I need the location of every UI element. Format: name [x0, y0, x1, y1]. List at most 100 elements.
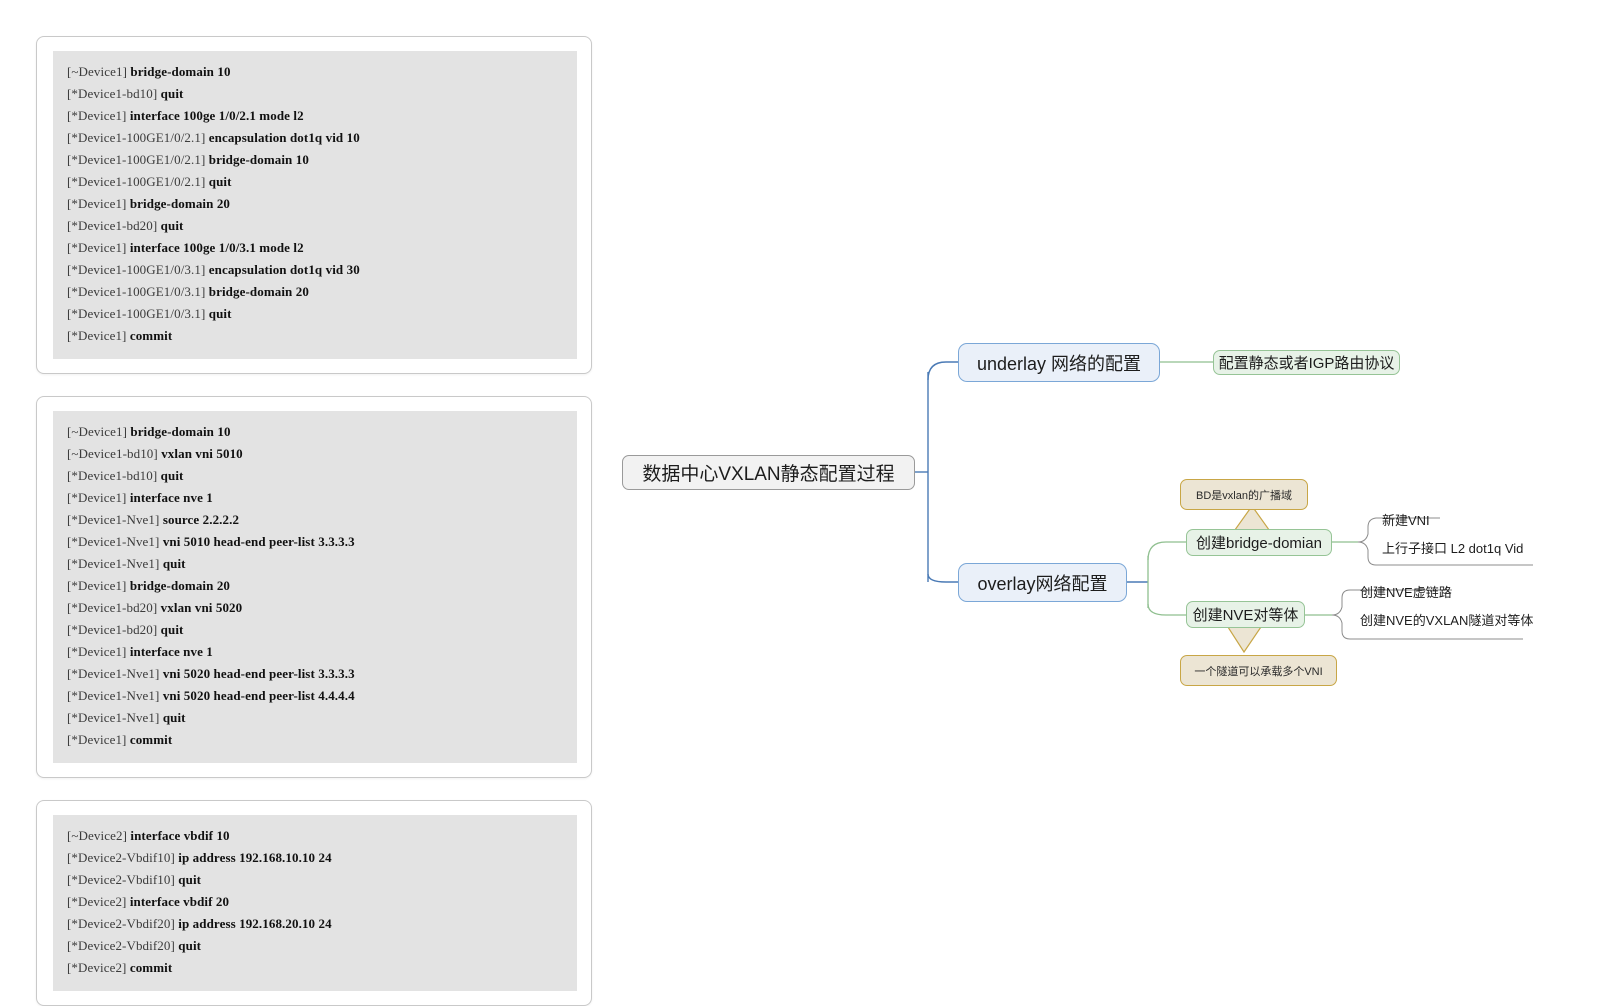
mindmap-node-underlay-routing[interactable]: 配置静态或者IGP路由协议: [1213, 350, 1400, 375]
code-command: bridge-domain 20: [208, 284, 309, 299]
code-command: quit: [208, 306, 232, 321]
code-line: [*Device1-Nve1] quit: [67, 553, 563, 575]
code-line: [*Device1] commit: [67, 729, 563, 751]
code-line: [*Device1] interface 100ge 1/0/2.1 mode …: [67, 105, 563, 127]
code-command: ip address 192.168.10.10 24: [178, 850, 332, 865]
code-line: [*Device1-Nve1] quit: [67, 707, 563, 729]
code-command: interface vbdif 10: [130, 828, 230, 843]
mindmap-node-overlay-label: overlay网络配置: [977, 573, 1108, 594]
code-prompt: [*Device1-Nve1]: [67, 534, 163, 549]
code-prompt: [*Device1-bd20]: [67, 622, 161, 637]
code-prompt: [*Device1-Nve1]: [67, 556, 163, 571]
code-line: [*Device1-Nve1] vni 5020 head-end peer-l…: [67, 663, 563, 685]
code-command: bridge-domain 20: [129, 578, 231, 593]
code-prompt: [*Device1-bd10]: [67, 468, 161, 483]
code-line: [*Device1-Nve1] vni 5020 head-end peer-l…: [67, 685, 563, 707]
mindmap-leaf-nve-virtual-link[interactable]: 创建NVE虚链路: [1360, 585, 1452, 600]
code-line: [*Device2-Vbdif10] quit: [67, 869, 563, 891]
mindmap-node-underlay-routing-label: 配置静态或者IGP路由协议: [1218, 355, 1395, 372]
mindmap-node-underlay-label: underlay 网络的配置: [976, 353, 1142, 374]
code-prompt: [*Device1-100GE1/0/3.1]: [67, 262, 209, 277]
code-prompt: [*Device2]: [67, 894, 130, 909]
code-prompt: [*Device1-100GE1/0/2.1]: [67, 130, 209, 145]
mindmap-node-overlay[interactable]: overlay网络配置: [958, 563, 1127, 602]
code-prompt: [*Device1]: [67, 732, 130, 747]
mindmap-callout-bd-broadcast-domain-label: BD是vxlan的广播域: [1196, 489, 1292, 502]
code-command: bridge-domain 10: [130, 424, 231, 439]
code-block: [~Device1] bridge-domain 10 [*Device1-bd1…: [53, 51, 577, 359]
code-line: [*Device1-bd10] quit: [67, 465, 563, 487]
code-line: [*Device2] interface vbdif 20: [67, 891, 563, 913]
code-prompt: [*Device2-Vbdif20]: [67, 938, 179, 953]
code-command: vni 5010 head-end peer-list 3.3.3.3: [162, 534, 355, 549]
code-line: [*Device2] commit: [67, 957, 563, 979]
mindmap-callout-tunnel-multi-vni[interactable]: 一个隧道可以承载多个VNI: [1180, 655, 1337, 686]
code-line: [*Device1] interface nve 1: [67, 641, 563, 663]
mindmap-node-create-bridge-domain[interactable]: 创建bridge-domian: [1186, 529, 1332, 556]
code-prompt: [*Device1-bd10]: [67, 86, 161, 101]
code-block: [~Device2] interface vbdif 10[*Device2-V…: [53, 815, 577, 991]
code-prompt: [*Device1-Nve1]: [67, 710, 163, 725]
code-line: [*Device1-bd20] quit: [67, 619, 563, 641]
code-block: [~Device1] bridge-domain 10[~Device1-bd1…: [53, 411, 577, 763]
code-command: quit: [208, 174, 232, 189]
code-prompt: [*Device1-100GE1/0/2.1]: [67, 174, 209, 189]
code-command: quit: [160, 218, 184, 233]
code-command: bridge-domain 10: [208, 152, 309, 167]
code-line: [*Device1-bd20] quit: [67, 215, 563, 237]
code-command: quit: [178, 938, 202, 953]
code-prompt: [*Device1]: [67, 328, 130, 343]
code-line: [*Device1-100GE1/0/3.1] bridge-domain 20: [67, 281, 563, 303]
code-line: [*Device2-Vbdif10] ip address 192.168.10…: [67, 847, 563, 869]
code-prompt: [~Device1]: [67, 64, 131, 79]
code-cards-column: [~Device1] bridge-domain 10 [*Device1-bd1…: [36, 36, 596, 1006]
code-command: vni 5020 head-end peer-list 4.4.4.4: [162, 688, 355, 703]
code-command: quit: [160, 86, 184, 101]
mindmap-leaf-nve-vxlan-tunnel-peer[interactable]: 创建NVE的VXLAN隧道对等体: [1360, 613, 1534, 628]
code-line: [*Device1-100GE1/0/3.1] encapsulation do…: [67, 259, 563, 281]
code-prompt: [*Device1]: [67, 578, 130, 593]
mindmap-node-create-nve-peer[interactable]: 创建NVE对等体: [1186, 601, 1305, 628]
code-prompt: [*Device1-100GE1/0/3.1]: [67, 284, 209, 299]
code-command: interface vbdif 20: [129, 894, 230, 909]
mindmap-leaf-uplink-subinterface[interactable]: 上行子接口 L2 dot1q Vid: [1382, 541, 1524, 556]
mindmap-node-underlay[interactable]: underlay 网络的配置: [958, 343, 1160, 382]
code-line: [~Device1] bridge-domain 10: [67, 421, 563, 443]
code-line: [*Device1-100GE1/0/2.1] bridge-domain 10: [67, 149, 563, 171]
code-command: quit: [160, 468, 184, 483]
code-prompt: [*Device1-100GE1/0/3.1]: [67, 306, 209, 321]
code-prompt: [~Device1-bd10]: [67, 446, 162, 461]
code-command: commit: [129, 960, 173, 975]
code-prompt: [*Device1]: [67, 644, 130, 659]
code-prompt: [~Device1]: [67, 424, 131, 439]
code-line: [*Device1-100GE1/0/2.1] quit: [67, 171, 563, 193]
code-command: bridge-domain 20: [129, 196, 231, 211]
code-card: [~Device1] bridge-domain 10 [*Device1-bd1…: [36, 36, 592, 374]
code-command: encapsulation dot1q vid 30: [208, 262, 360, 277]
code-command: vni 5020 head-end peer-list 3.3.3.3: [162, 666, 355, 681]
code-line: [~Device1-bd10] vxlan vni 5010: [67, 443, 563, 465]
mindmap-callout-bd-broadcast-domain[interactable]: BD是vxlan的广播域: [1180, 479, 1308, 510]
code-prompt: [*Device1-Nve1]: [67, 688, 163, 703]
code-line: [*Device2-Vbdif20] ip address 192.168.20…: [67, 913, 563, 935]
mindmap-callout-tunnel-multi-vni-label: 一个隧道可以承载多个VNI: [1194, 665, 1323, 678]
code-command: interface 100ge 1/0/3.1 mode l2: [129, 240, 304, 255]
code-line: [*Device1-Nve1] vni 5010 head-end peer-l…: [67, 531, 563, 553]
mindmap-leaf-new-vni[interactable]: 新建VNI: [1382, 513, 1430, 528]
code-prompt: [*Device1-bd20]: [67, 218, 161, 233]
code-command: commit: [129, 328, 173, 343]
code-line: [*Device2-Vbdif20] quit: [67, 935, 563, 957]
code-line: [*Device1-Nve1] source 2.2.2.2: [67, 509, 563, 531]
code-command: interface nve 1: [129, 644, 213, 659]
code-prompt: [*Device1-Nve1]: [67, 512, 163, 527]
code-command: interface 100ge 1/0/2.1 mode l2: [129, 108, 304, 123]
code-prompt: [*Device2-Vbdif10]: [67, 850, 179, 865]
mindmap-root-node[interactable]: 数据中心VXLAN静态配置过程: [622, 455, 915, 490]
code-prompt: [*Device1-Nve1]: [67, 666, 163, 681]
code-line: [~Device2] interface vbdif 10: [67, 825, 563, 847]
mindmap-root-label: 数据中心VXLAN静态配置过程: [642, 464, 895, 485]
code-command: vxlan vni 5010: [161, 446, 243, 461]
code-prompt: [*Device1]: [67, 240, 130, 255]
code-command: source 2.2.2.2: [162, 512, 240, 527]
code-line: [*Device1] bridge-domain 20: [67, 575, 563, 597]
